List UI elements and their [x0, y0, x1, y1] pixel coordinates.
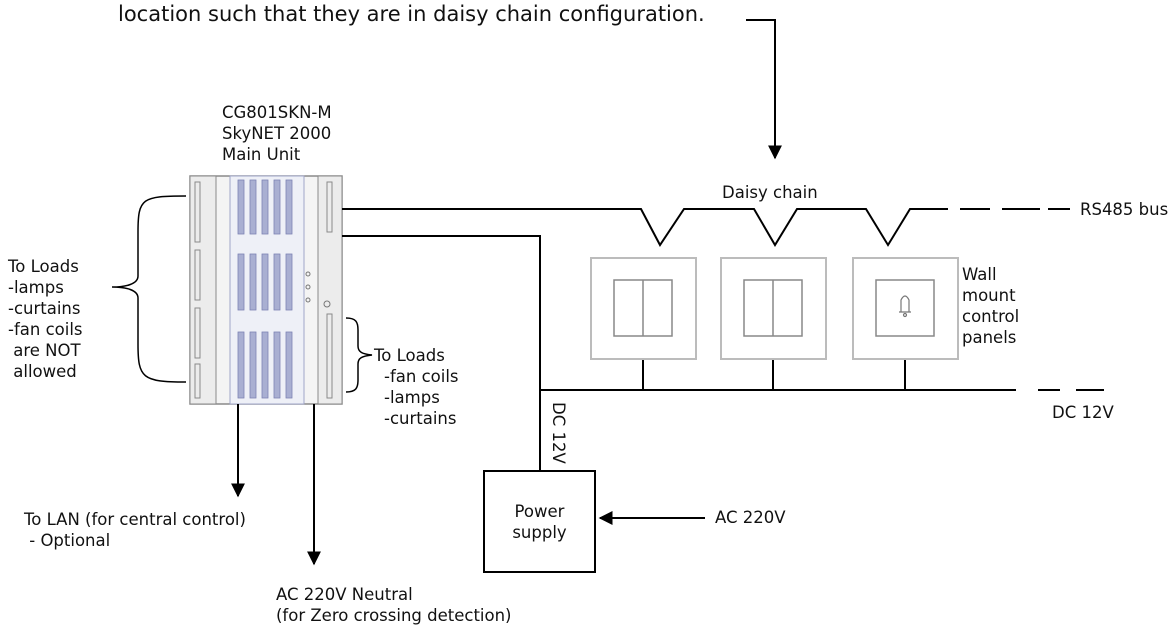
loads-left-item: are NOT — [8, 341, 81, 360]
neutral-line: (for Zero crossing detection) — [276, 606, 512, 625]
ac-in-label: AC 220V — [715, 508, 786, 527]
wall-panels-label: Wall mount control panels — [962, 264, 1019, 348]
daisy-chain-label: Daisy chain — [722, 183, 818, 202]
right-loads-bracket — [345, 317, 373, 393]
loads-left-item: allowed — [8, 362, 77, 381]
lan-label: To LAN (for central control) - Optional — [24, 509, 246, 551]
loads-left-item: -lamps — [8, 278, 64, 297]
wall-panels-line: Wall — [962, 265, 997, 284]
loads-left-label: To Loads -lamps -curtains -fan coils are… — [8, 256, 83, 382]
dc-12v-wire — [342, 235, 1104, 470]
loads-right-title: To Loads — [374, 346, 445, 365]
wall-panels-line: control — [962, 307, 1020, 326]
unit-leds — [305, 271, 331, 308]
main-unit — [189, 175, 343, 405]
rs485-label: RS485 bus — [1080, 200, 1168, 219]
main-unit-label: CG801SKN-M SkyNET 2000 Main Unit — [222, 102, 332, 165]
wall-panel-1 — [590, 257, 697, 360]
wall-panel-2 — [720, 257, 827, 360]
loads-left-item: -curtains — [8, 299, 81, 318]
loads-right-item: -curtains — [384, 409, 457, 428]
top-note-arrow — [746, 19, 782, 160]
neutral-label: AC 220V Neutral (for Zero crossing detec… — [276, 584, 512, 626]
wall-panels-line: mount — [962, 286, 1016, 305]
unit-left-terminals — [194, 181, 201, 399]
power-supply-label: Power supply — [484, 501, 595, 543]
wall-panels-line: panels — [962, 328, 1017, 347]
main-unit-name: SkyNET 2000 — [222, 124, 332, 143]
rs485-daisy-chain-wire — [342, 208, 1070, 247]
power-supply-box — [483, 470, 596, 573]
loads-right-item: -fan coils — [384, 367, 459, 386]
power-supply-line: supply — [512, 523, 567, 542]
loads-left-item: -fan coils — [8, 320, 83, 339]
neutral-line: AC 220V Neutral — [276, 585, 413, 604]
main-unit-desc: Main Unit — [222, 145, 301, 164]
wall-panel-3-doorbell — [852, 257, 959, 360]
left-loads-bracket — [111, 195, 187, 383]
lan-line: - Optional — [24, 531, 111, 550]
dc-12v-vertical-label: DC 12V — [549, 402, 568, 464]
unit-vent-middle — [237, 253, 293, 311]
lan-line: To LAN (for central control) — [24, 510, 246, 529]
unit-right-terminals — [326, 181, 333, 399]
loads-left-title: To Loads — [8, 257, 79, 276]
top-note: location such that they are in daisy cha… — [118, 2, 705, 26]
dc-12v-right-label: DC 12V — [1052, 403, 1114, 422]
unit-vent-bottom — [237, 331, 293, 399]
loads-right-label: To Loads -fan coils -lamps -curtains — [374, 345, 459, 429]
bell-icon — [899, 295, 911, 318]
loads-right-item: -lamps — [384, 388, 440, 407]
unit-vent-top — [237, 179, 293, 235]
power-supply-line: Power — [514, 502, 565, 521]
main-unit-model: CG801SKN-M — [222, 103, 332, 122]
